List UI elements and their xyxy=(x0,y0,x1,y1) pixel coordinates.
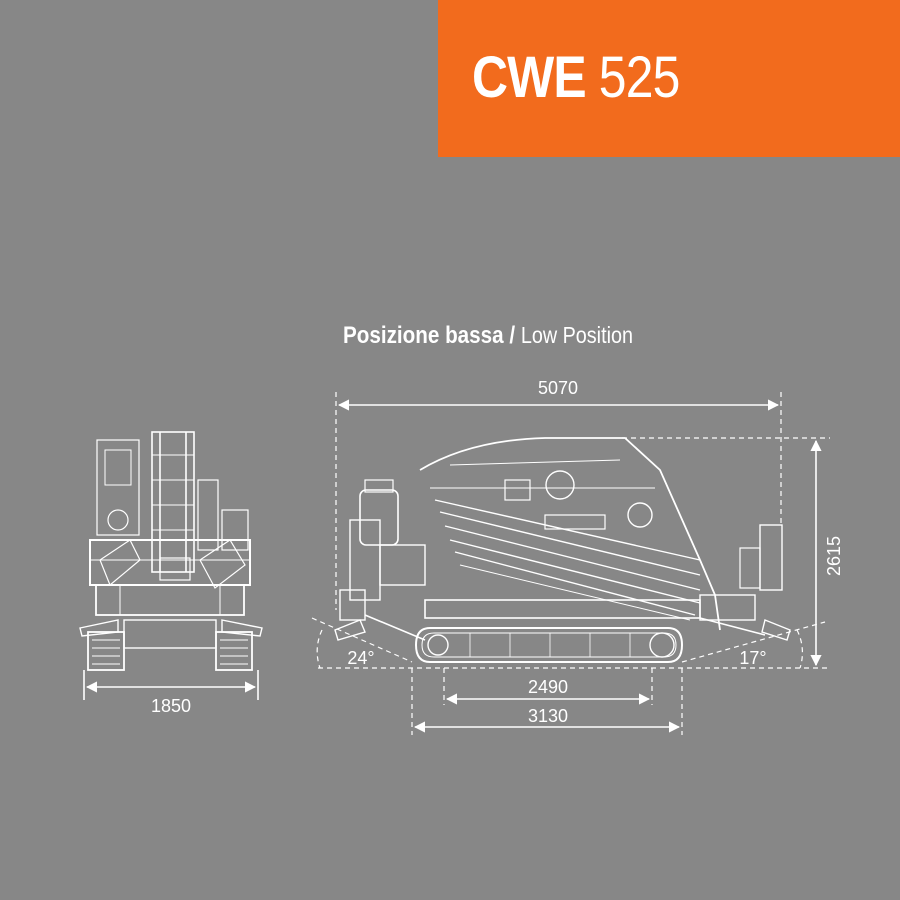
reference-lines xyxy=(311,392,830,735)
front-angle-label: 24° xyxy=(347,648,374,668)
height-label: 2615 xyxy=(824,536,844,576)
subtitle-english: Low Position xyxy=(520,322,633,348)
view-subtitle: Posizione bassa / Low Position xyxy=(343,324,633,348)
width-dimension xyxy=(83,670,259,700)
overall-length-label: 5070 xyxy=(538,378,578,398)
track-outer-label: 3130 xyxy=(528,706,568,726)
model-number: 525 xyxy=(598,45,681,110)
width-label: 1850 xyxy=(151,696,191,716)
front-view xyxy=(79,431,263,671)
side-dimensions xyxy=(337,399,822,733)
model-name: CWE xyxy=(472,45,587,110)
subtitle-italian: Posizione bassa xyxy=(343,322,504,349)
model-title: CWE 525 xyxy=(472,49,680,107)
rear-angle-label: 17° xyxy=(739,648,766,668)
subtitle-separator: / xyxy=(509,322,516,349)
title-band: CWE 525 xyxy=(438,0,900,157)
side-view xyxy=(334,437,791,663)
track-inner-label: 2490 xyxy=(528,677,568,697)
